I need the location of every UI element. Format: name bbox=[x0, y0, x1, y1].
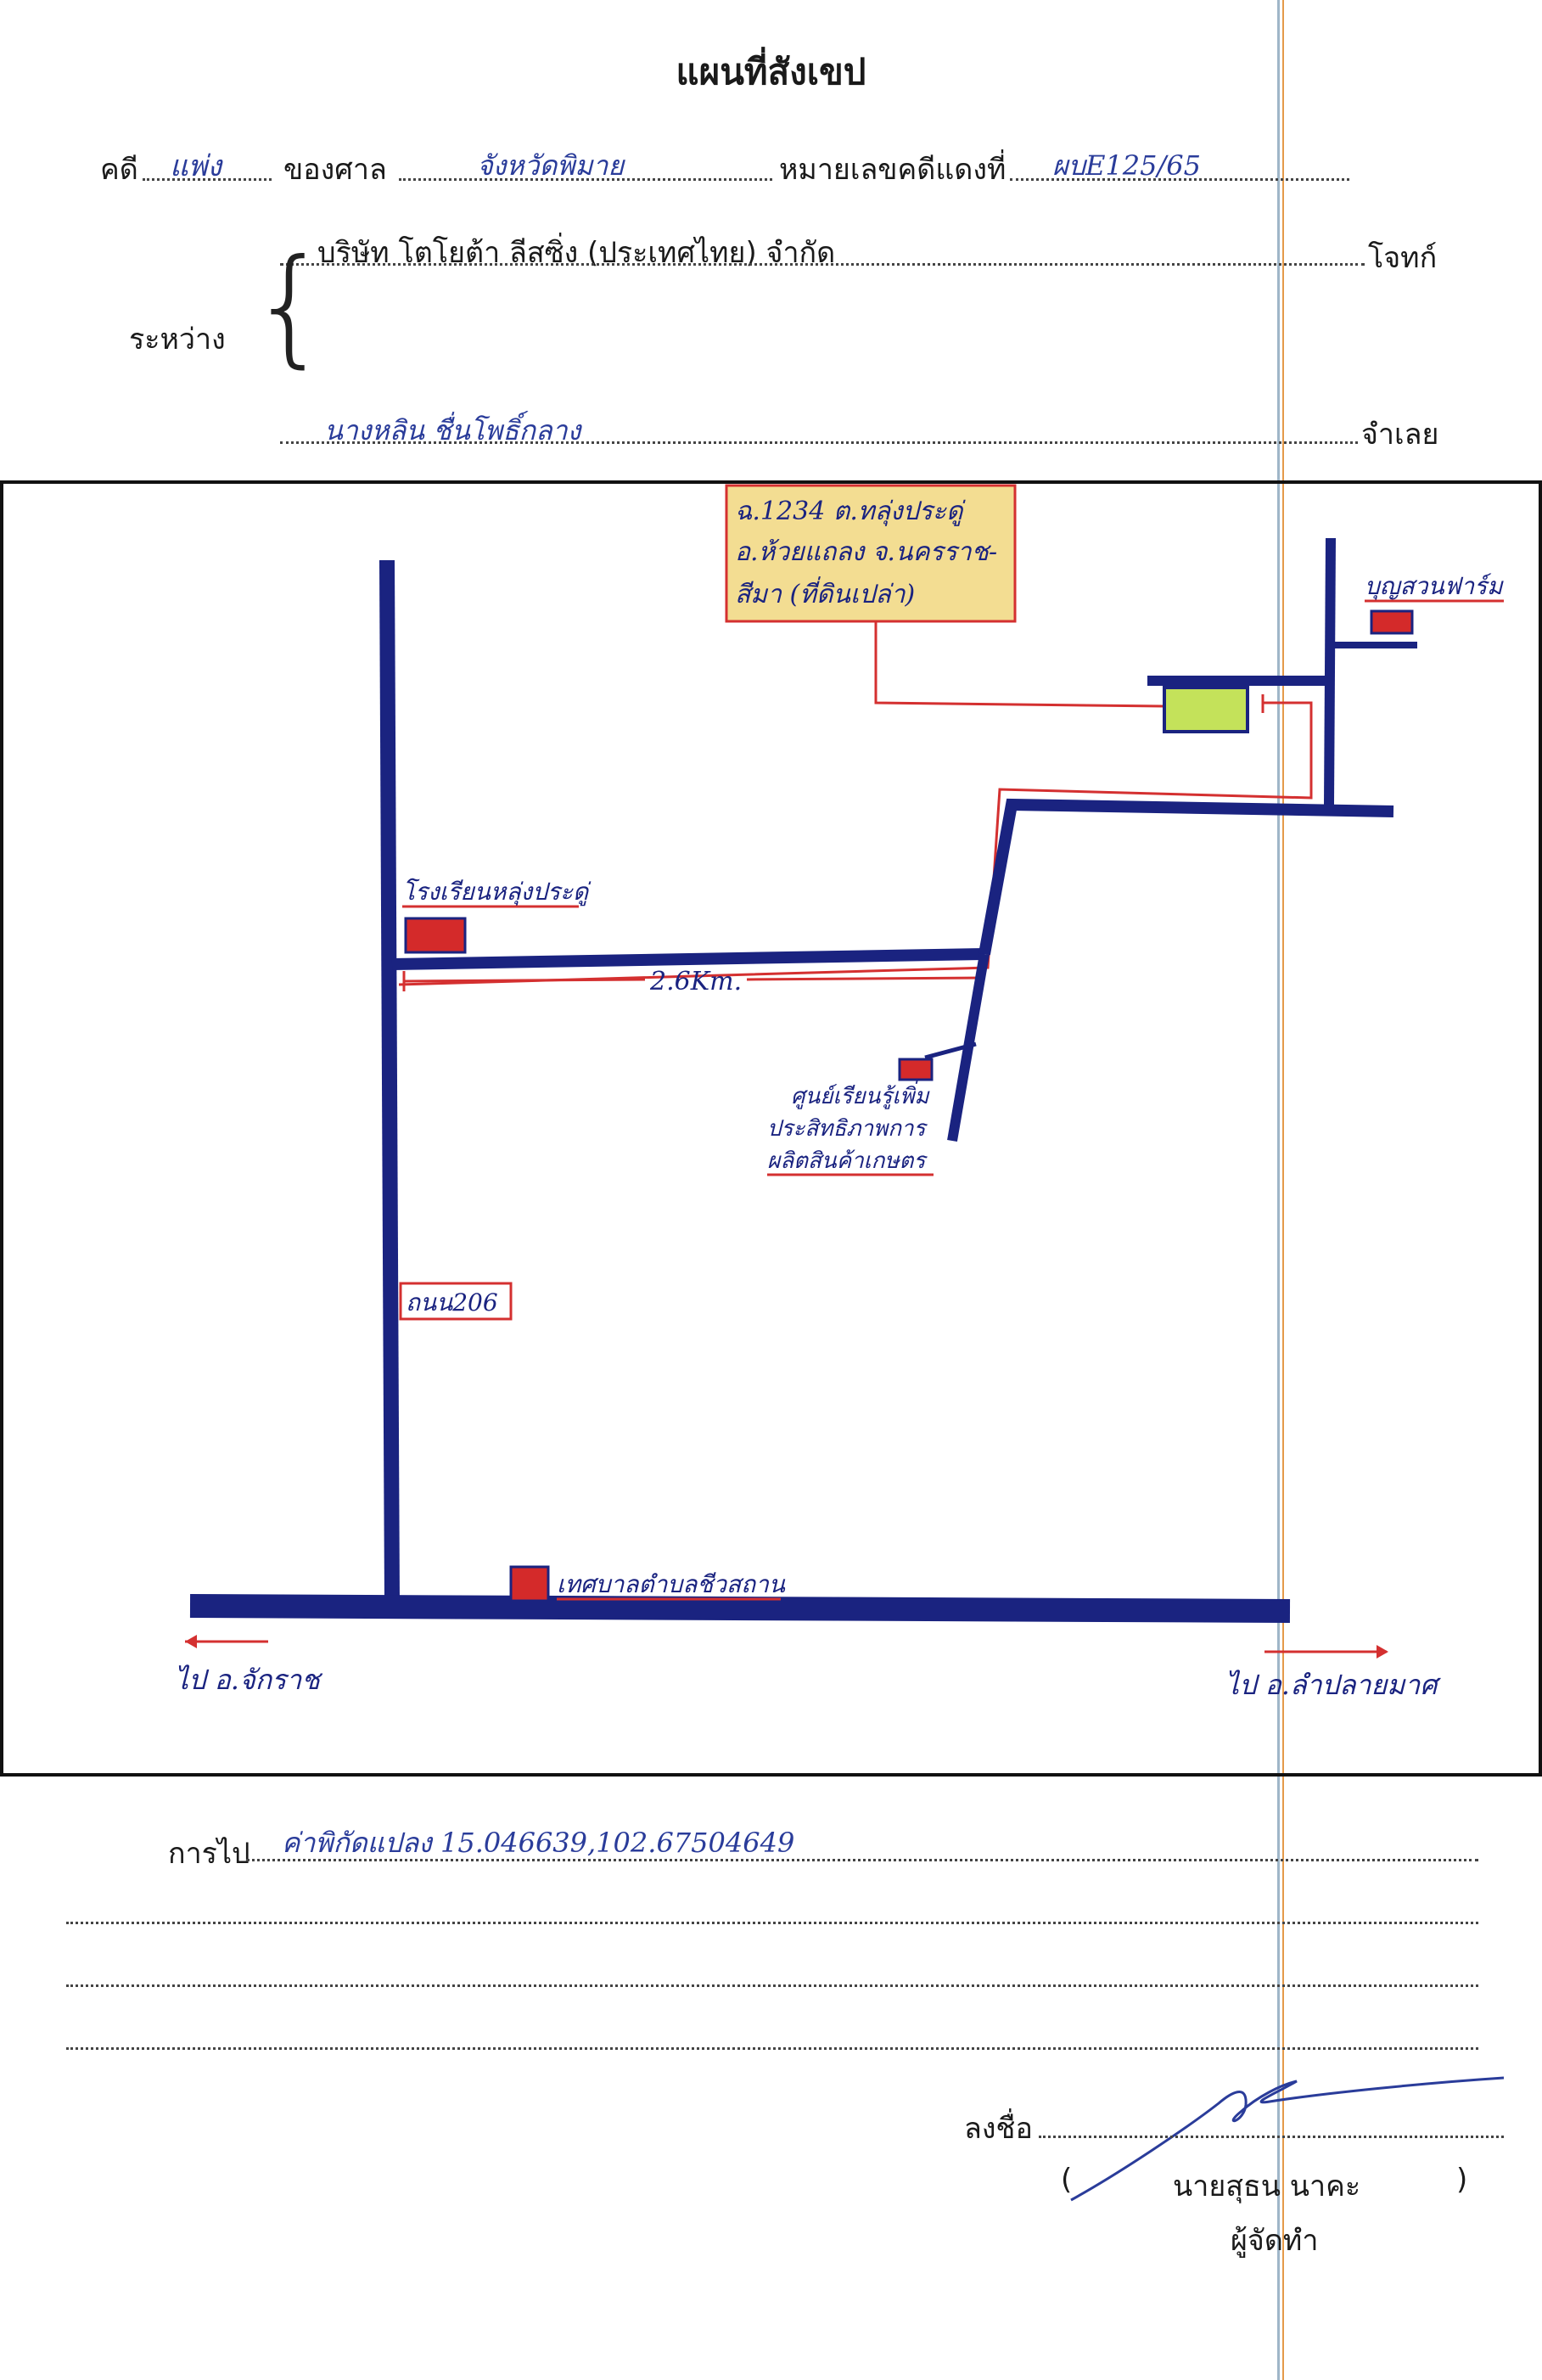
party-brace: { bbox=[250, 233, 331, 380]
center-label-line-3: ผลิตสินค้าเกษตร bbox=[767, 1148, 928, 1174]
center-label-line-1: ศูนย์เรียนรู้เพิ่ม bbox=[791, 1081, 930, 1109]
target-plot bbox=[1163, 686, 1249, 733]
page-fold-line bbox=[1277, 0, 1280, 2380]
location-note-line-1: ฉ.1234 ต.ทลุ่งประดู่ bbox=[735, 497, 966, 526]
center-marker bbox=[898, 1058, 934, 1081]
sign-label: ลงชื่อ bbox=[964, 2112, 1033, 2146]
school-label: โรงเรียนหลุ่งประดู่ bbox=[402, 878, 592, 907]
plaintiff-role: โจทก์ bbox=[1368, 241, 1438, 275]
case-label: คดี bbox=[100, 153, 138, 187]
upper-road bbox=[978, 798, 1394, 956]
defendant-line bbox=[280, 441, 1358, 444]
municipality-label: เทศบาลตำบลชีวสถาน bbox=[557, 1570, 786, 1598]
court-label: ของศาล bbox=[283, 153, 387, 187]
red-case-number: ผบE125/65 bbox=[1052, 149, 1201, 182]
map-frame bbox=[0, 480, 1542, 1777]
direction-right-label: ไป อ.ลำปลายมาศ bbox=[1225, 1669, 1441, 1701]
page-title: แผนที่สังเขป bbox=[676, 51, 866, 93]
route-line-4 bbox=[66, 2047, 1478, 2050]
road-label: ถนน206 bbox=[406, 1288, 498, 1316]
page-fold-line-orange bbox=[1282, 0, 1284, 2380]
center-label-line-2: ประสิทธิภาพการ bbox=[767, 1116, 928, 1142]
signer-role: ผู้จัดทำ bbox=[1231, 2224, 1319, 2258]
red-case-label: หมายเลขคดีแดงที่ bbox=[779, 153, 1007, 187]
distance-arrow-left bbox=[403, 978, 646, 983]
defendant-role: จำเลย bbox=[1361, 418, 1439, 452]
court-name-line bbox=[399, 178, 772, 181]
case-type-line bbox=[143, 178, 272, 181]
signature-line bbox=[1039, 2136, 1504, 2138]
location-note-line-2: อ.ห้วยแถลง จ.นครราช- bbox=[735, 537, 997, 567]
route-value: ค่าพิกัดแปลง 15.046639,102.67504649 bbox=[282, 1827, 795, 1859]
main-road bbox=[189, 1594, 1291, 1623]
road-label-box bbox=[399, 1282, 513, 1321]
farm-label: บุญสวนฟาร์ม bbox=[1365, 572, 1504, 601]
left-arrow-head bbox=[185, 1635, 197, 1648]
case-type: แพ่ง bbox=[170, 149, 221, 183]
plaintiff-line bbox=[280, 263, 1365, 266]
center-spur bbox=[924, 1041, 977, 1060]
road-206 bbox=[379, 559, 400, 1605]
signature-scribble bbox=[1070, 2076, 1505, 2202]
municipality-marker bbox=[509, 1565, 550, 1603]
route-line-2 bbox=[66, 1922, 1478, 1924]
route-label: การไป bbox=[168, 1837, 250, 1871]
signer-name: นายสุธน นาคะ bbox=[1173, 2170, 1361, 2203]
court-name: จังหวัดพิมาย bbox=[477, 149, 625, 182]
direction-left-label: ไป อ.จักราช bbox=[175, 1664, 322, 1696]
farm-road bbox=[1324, 537, 1336, 805]
red-case-line bbox=[1010, 178, 1349, 181]
between-label: ระหว่าง bbox=[129, 323, 226, 356]
route-line-1 bbox=[246, 1859, 1478, 1861]
distance-label: 2.6Km. bbox=[649, 967, 742, 996]
defendant-name: นางหลิน ชื่นโพธิ์กลาง bbox=[324, 414, 581, 446]
route-line bbox=[398, 701, 1313, 986]
school-road bbox=[391, 948, 985, 970]
signer-close-paren: ) bbox=[1456, 2163, 1468, 2197]
note-pointer-line bbox=[874, 621, 1164, 708]
farm-marker bbox=[1370, 609, 1414, 635]
route-line-3 bbox=[66, 1984, 1478, 1987]
right-arrow-head bbox=[1377, 1645, 1388, 1659]
signer-open-paren: ( bbox=[1061, 2163, 1073, 2197]
school-marker bbox=[404, 917, 467, 954]
location-note-line-3: สีมา (ที่ดินเปล่า) bbox=[735, 576, 915, 609]
distance-arrow-right bbox=[746, 976, 985, 981]
location-note-box bbox=[725, 484, 1017, 623]
